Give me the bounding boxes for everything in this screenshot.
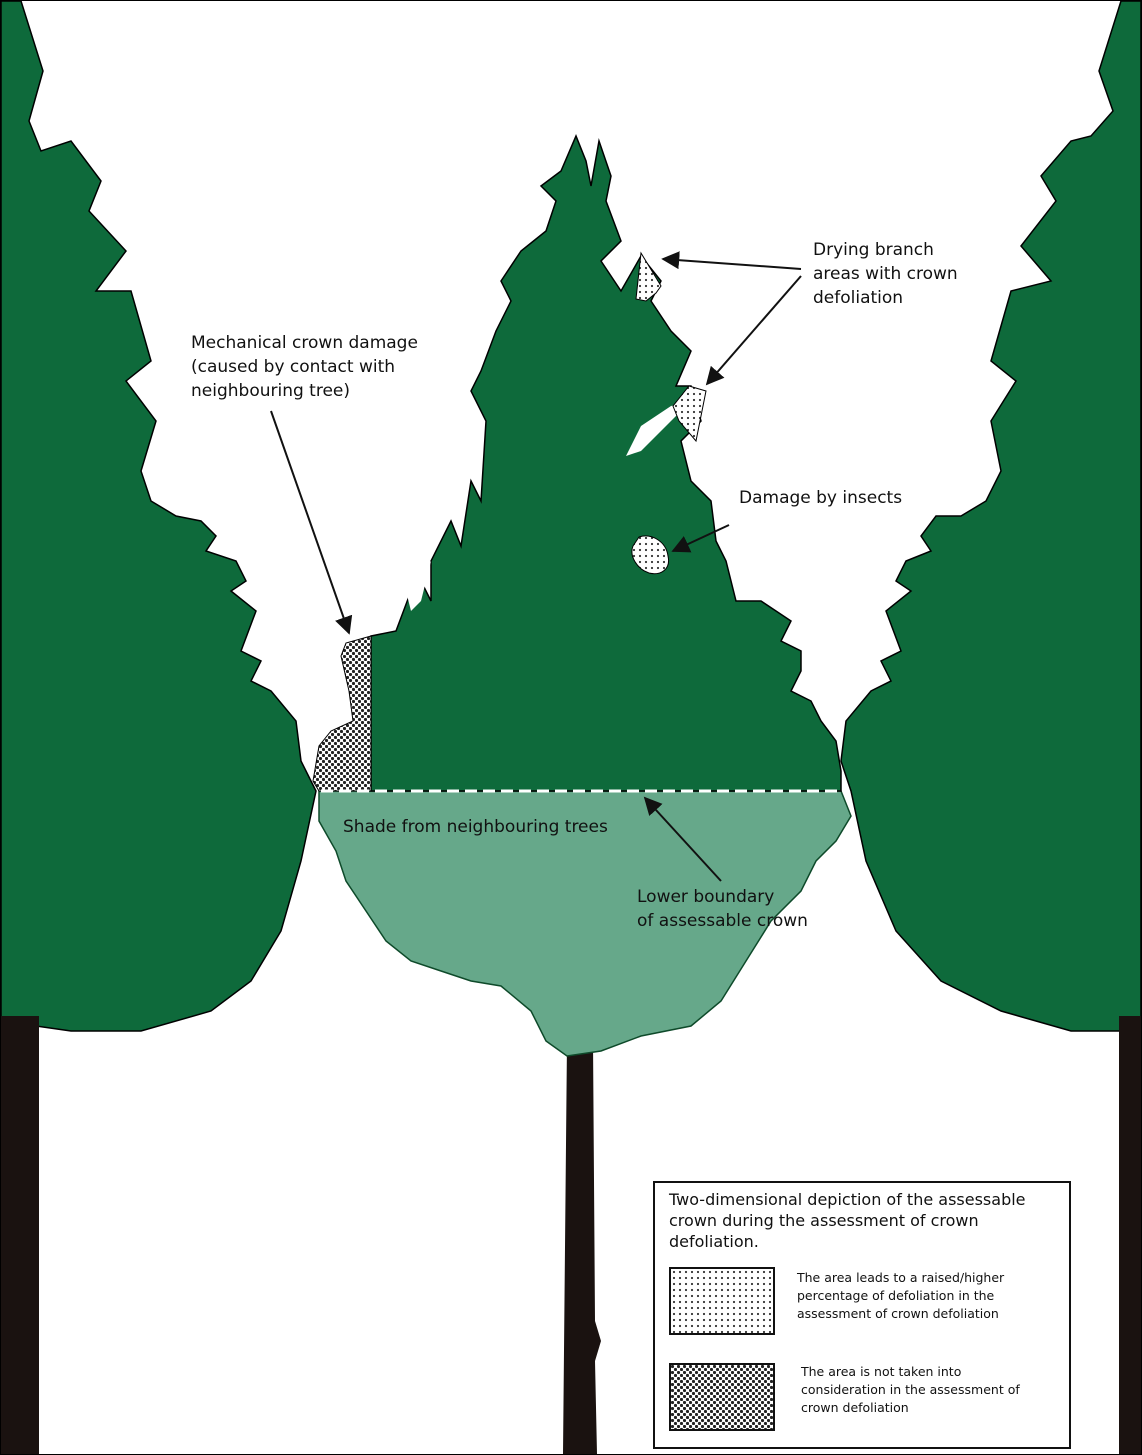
- arrow-lower-boundary: [643, 796, 722, 882]
- legend-box: Two-dimensional depiction of the assessa…: [653, 1181, 1071, 1449]
- crown-gap-right: [626, 401, 691, 456]
- right-tree-crown: [840, 1, 1141, 1032]
- insect-damage-area: [631, 535, 670, 575]
- arrow-mechanical-damage: [270, 410, 353, 635]
- arrow-insect-damage: [671, 524, 730, 553]
- legend-title: Two-dimensional depiction of the assessa…: [669, 1190, 1026, 1251]
- label-lower-boundary: Lower boundary of assessable crown: [637, 887, 808, 931]
- left-tree-crown: [1, 1, 317, 1032]
- legend-swatch-dark-crosshatch: [669, 1363, 775, 1431]
- arrow-drying-branch-middle: [705, 275, 802, 386]
- label-shade: Shade from neighbouring trees: [343, 817, 608, 837]
- shaded-lower-crown: [318, 790, 852, 1057]
- drying-branch-area-middle: [672, 385, 707, 443]
- crown-gap-left: [406, 561, 431, 611]
- label-insect-damage: Damage by insects: [739, 488, 903, 508]
- label-drying-branch: Drying branch areas with crown defoliati…: [813, 240, 958, 308]
- left-tree-trunk: [1, 1016, 39, 1454]
- label-mechanical-damage: Mechanical crown damage (caused by conta…: [191, 333, 418, 401]
- drying-branch-area-top: [635, 251, 662, 302]
- arrow-drying-branch-top: [661, 251, 802, 270]
- center-tree-trunk: [563, 1041, 601, 1454]
- legend-text-not-considered: The area is not taken into consideration…: [801, 1364, 1020, 1415]
- right-tree-trunk: [1119, 1016, 1141, 1454]
- assessable-crown: [370, 134, 842, 792]
- legend-swatch-light-dotted: [669, 1267, 775, 1335]
- legend-text-raised-defoliation: The area leads to a raised/higher percen…: [797, 1270, 1005, 1321]
- mechanical-damage-area: [312, 635, 372, 792]
